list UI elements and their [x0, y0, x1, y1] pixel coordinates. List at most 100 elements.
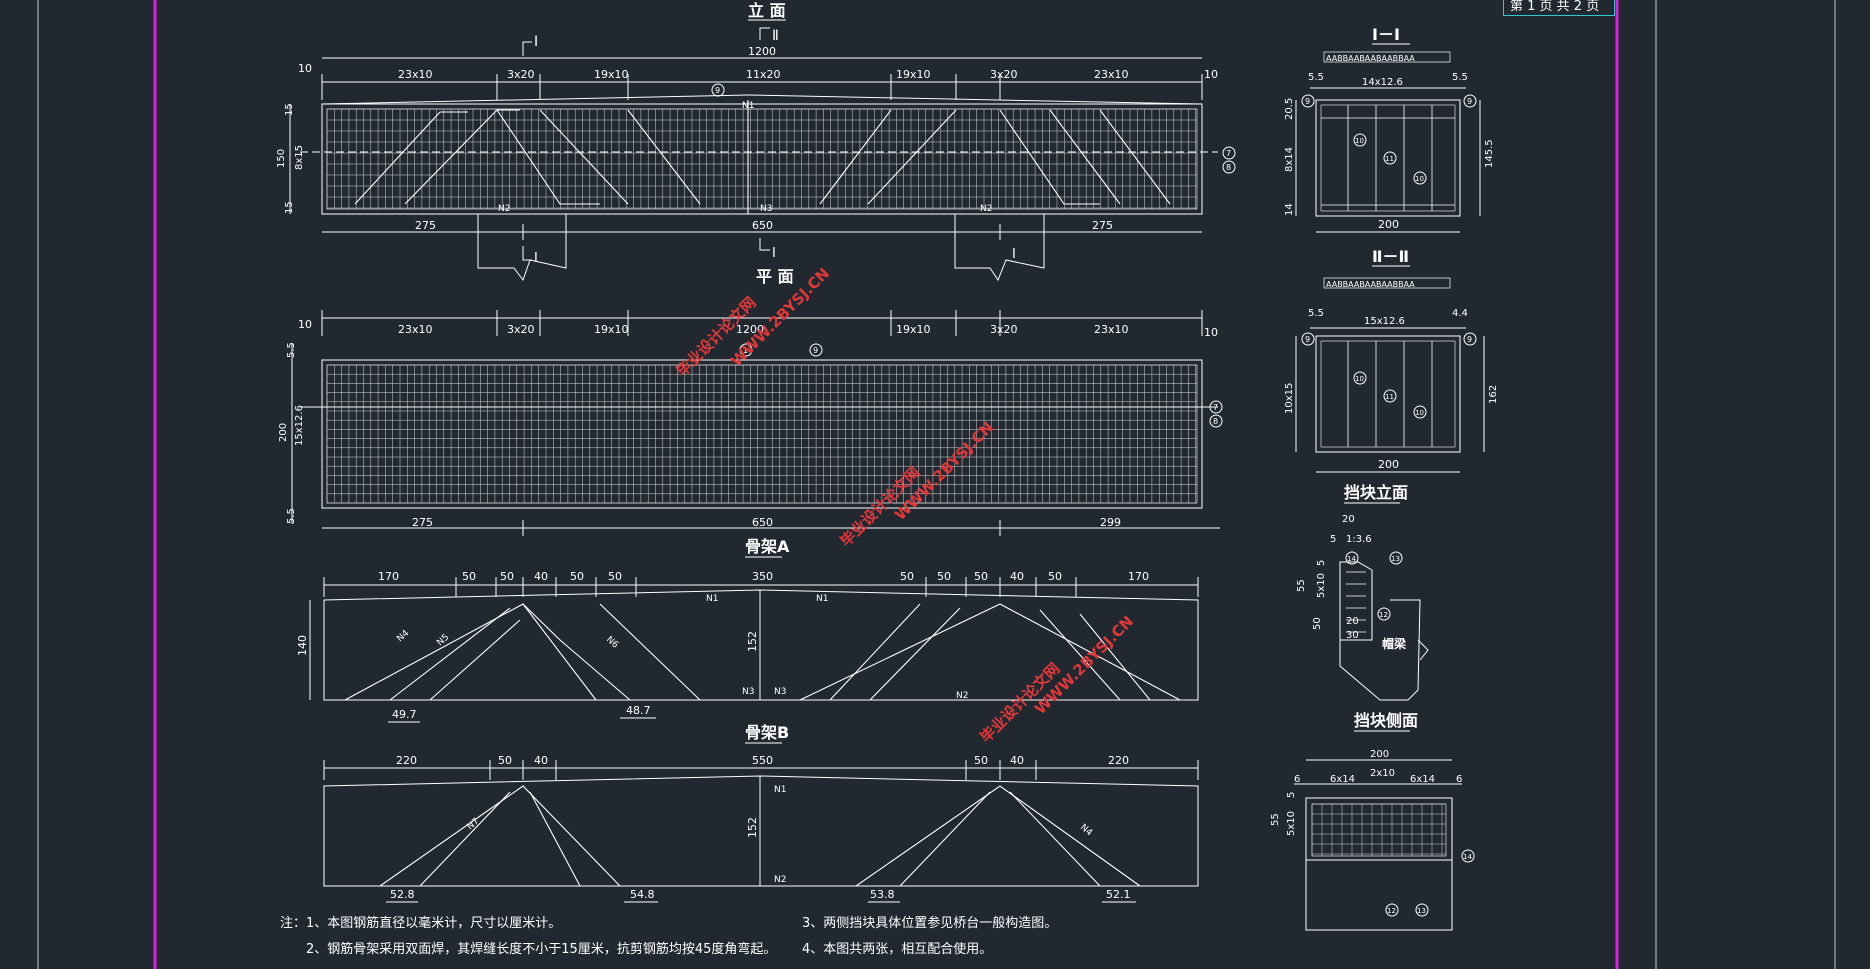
sec2-width: 200 [1378, 458, 1399, 471]
fa-bottom-1: 49.7 [392, 708, 417, 721]
elev-overall-dim: 1200 [748, 45, 776, 58]
elev-circle-9: 9 [715, 86, 720, 95]
fa-top-5: 50 [570, 570, 584, 583]
se-dim-4: 5 [1316, 560, 1327, 566]
elevation-title: 立 面 [748, 1, 786, 20]
elev-left-dim-2: 8x15 [294, 145, 305, 170]
sec1-top-3: 5.5 [1452, 72, 1468, 83]
ss-dim-9: 5x10 [1286, 811, 1297, 836]
fa-bar-n5: N5 [435, 632, 451, 648]
elev-bar-n1: N1 [742, 101, 754, 111]
fb-bottom-3: 53.8 [870, 888, 895, 901]
sec2-right: 162 [1488, 385, 1499, 404]
fb-bottom-2: 54.8 [630, 888, 655, 901]
fa-top-4: 40 [534, 570, 548, 583]
stopper-elevation: 挡块立面 20 5 1:3.6 5 55 5x10 50 20 30 13 12… [1296, 483, 1429, 701]
fa-bar-n1-left: N1 [706, 594, 718, 604]
plan-end-right: 10 [1204, 326, 1218, 339]
plan-title: 平 面 [756, 267, 794, 286]
frame-a-title: 骨架A [745, 537, 790, 556]
sec1-left-2: 8x14 [1284, 147, 1295, 172]
se-dim-8: 20 [1346, 616, 1359, 627]
cap-beam-label: 帽梁 [1382, 636, 1406, 651]
fa-top-10: 50 [974, 570, 988, 583]
fa-bar-n1-right: N1 [816, 594, 828, 604]
elev-circle-7: 7 [1226, 149, 1231, 158]
fb-bottom-1: 52.8 [390, 888, 415, 901]
section-mark-1-left: Ⅰ [534, 251, 538, 266]
elev-seg-6: 3x20 [990, 68, 1018, 81]
section-2: Ⅱ－Ⅱ AABBAABAABAABBAA 5.5 15x12.6 4.4 9 9… [1284, 247, 1499, 473]
plan-circle-1: 1 [743, 346, 748, 355]
elev-left-dim-1: 15 [284, 103, 295, 116]
elev-bar-n2-left: N2 [498, 204, 510, 214]
se-dim-5: 55 [1296, 579, 1307, 592]
section-1: Ⅰ－Ⅰ AABBAABAABAABBAA 5.5 14x12.6 5.5 9 9… [1284, 25, 1495, 233]
fa-top-7: 350 [752, 570, 773, 583]
fb-top-4: 550 [752, 754, 773, 767]
elev-bottom-3: 275 [1092, 219, 1113, 232]
elev-seg-2: 3x20 [507, 68, 535, 81]
plan-seg-4: 1200 [736, 323, 764, 336]
section-mark-2-bottom: Ⅰ [772, 246, 776, 261]
ss-dim-4: 2x10 [1370, 768, 1395, 779]
plan-bottom-3: 299 [1100, 516, 1121, 529]
plan-left-dim-1: 5.5 [286, 342, 297, 358]
fb-mid: 152 [746, 817, 759, 838]
sec2-top-1: 5.5 [1308, 308, 1324, 319]
fb-top-1: 220 [396, 754, 417, 767]
elev-left-dim-4: 15 [284, 201, 295, 214]
se-circle-14: 14 [1347, 555, 1356, 563]
plan-circle-7: 7 [1213, 403, 1218, 412]
sec2-circle-9b: 9 [1467, 335, 1472, 344]
elev-circle-8: 8 [1226, 163, 1231, 172]
fa-top-8: 50 [900, 570, 914, 583]
frame-a: 骨架A 170 50 50 40 50 50 350 50 50 50 40 5… [296, 537, 1199, 723]
plan-left-dim-4: 5.5 [286, 508, 297, 524]
elev-end-left: 10 [298, 62, 312, 75]
se-circle-13: 13 [1391, 555, 1400, 563]
sec1-circle-11: 11 [1385, 155, 1394, 163]
sec1-left-1: 20.5 [1284, 98, 1295, 120]
note-4: 4、本图共两张，相互配合使用。 [802, 942, 993, 957]
section-mark-1-right: Ⅰ [1012, 247, 1016, 262]
fa-bar-n3-left: N3 [742, 687, 754, 697]
note-1: 注：1、本图钢筋直径以毫米计，尺寸以厘米计。 [280, 916, 562, 931]
fb-bar-n1: N1 [774, 785, 786, 795]
elev-bar-n2-right: N2 [980, 204, 992, 214]
fa-bar-n2: N2 [956, 691, 968, 701]
fb-bottom-4: 52.1 [1106, 888, 1131, 901]
plan-bottom-1: 275 [412, 516, 433, 529]
note-3: 3、两侧挡块具体位置参见桥台一般构造图。 [802, 916, 1058, 931]
ss-dim-3: 6x14 [1330, 774, 1355, 785]
stopper-side-title: 挡块侧面 [1354, 711, 1418, 730]
elev-seg-3: 19x10 [594, 68, 629, 81]
ss-circle-13: 13 [1417, 907, 1426, 915]
fa-top-6: 50 [608, 570, 622, 583]
fa-top-1: 170 [378, 570, 399, 583]
fb-top-2: 50 [498, 754, 512, 767]
ss-dim-6: 6 [1456, 774, 1462, 785]
plan-seg-2: 3x20 [507, 323, 535, 336]
fa-top-13: 170 [1128, 570, 1149, 583]
plan-left-dim-3: 15x12.6 [294, 405, 305, 446]
elevation-view: 立 面 Ⅰ Ⅱ 1200 10 10 23x10 3x20 19x10 11x2… [276, 1, 1236, 282]
elev-bar-n3: N3 [760, 204, 772, 214]
plan-seg-1: 23x10 [398, 323, 433, 336]
section-mark-2-top: Ⅱ [772, 28, 779, 44]
sec2-circle-9a: 9 [1305, 335, 1310, 344]
fb-bar-n2: N2 [774, 875, 786, 885]
stopper-elev-title: 挡块立面 [1344, 483, 1408, 502]
plan-end-left: 10 [298, 318, 312, 331]
plan-seg-5: 19x10 [896, 323, 931, 336]
elev-seg-5: 19x10 [896, 68, 931, 81]
sec1-width: 200 [1378, 218, 1399, 231]
stopper-side: 挡块侧面 200 6 6x14 2x10 6x14 6 5 55 5x10 14… [1270, 711, 1475, 931]
elev-left-dim-3: 150 [276, 149, 287, 168]
note-2: 2、钢筋骨架采用双面焊，其焊缝长度不小于15厘米，抗剪钢筋均按45度角弯起。 [306, 942, 777, 957]
fa-bar-n4: N4 [395, 628, 411, 644]
sec1-title: Ⅰ－Ⅰ [1372, 25, 1400, 44]
sec2-left: 10x15 [1284, 383, 1295, 414]
sec1-circle-9a: 9 [1305, 97, 1310, 106]
